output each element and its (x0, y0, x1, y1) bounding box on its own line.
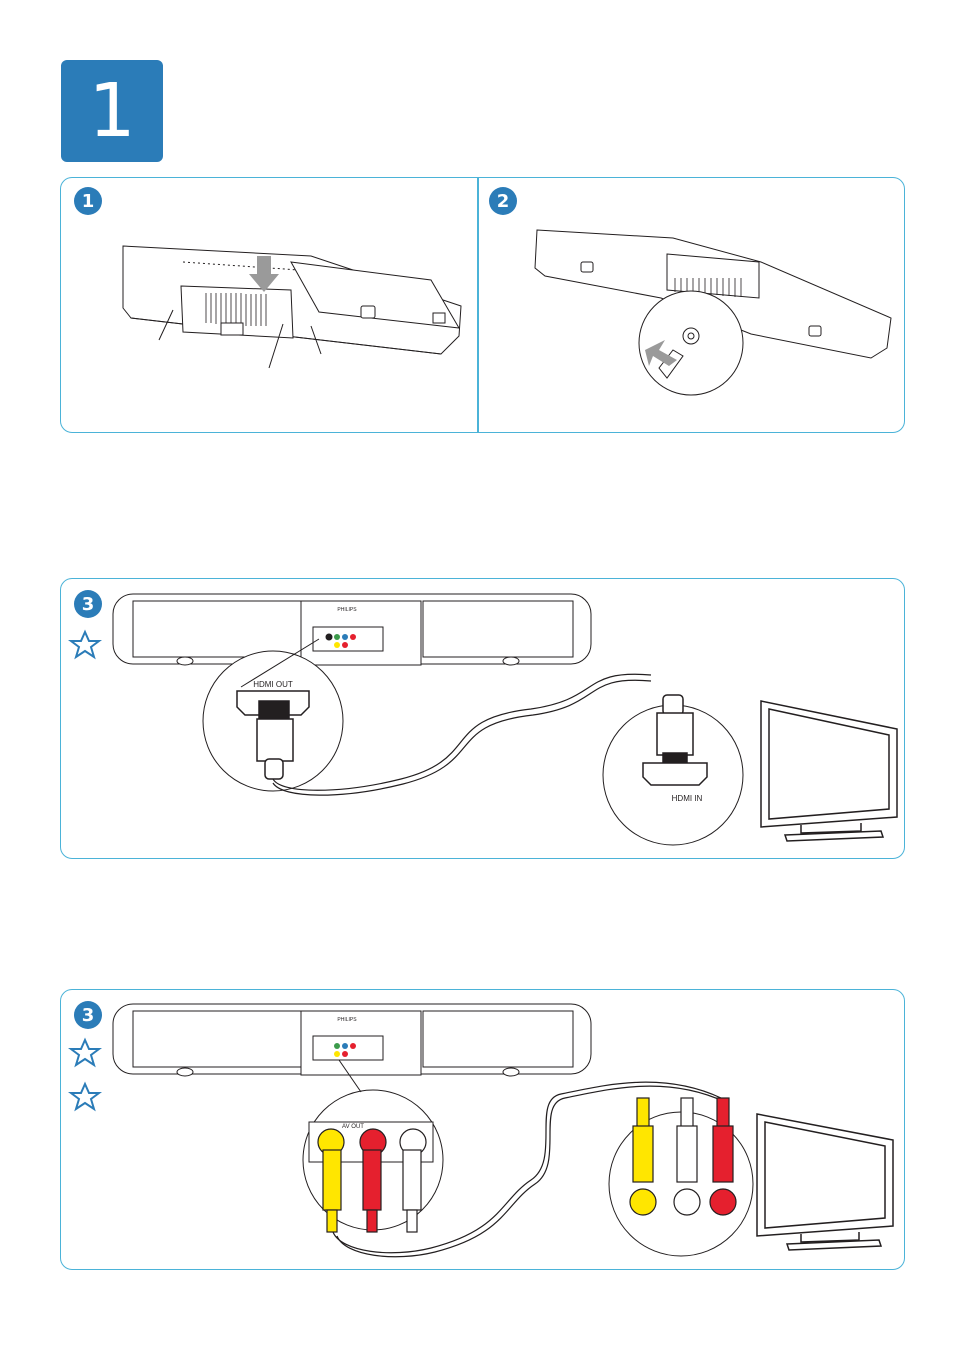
rca-plugs-left (318, 1129, 426, 1232)
tv-illustration (761, 701, 897, 841)
panel-hdmi-connection: 3 PHILIPS HDMI OUT (60, 578, 905, 859)
av-out-label: AV OUT (342, 1124, 364, 1130)
soundbar-rear (113, 1004, 591, 1076)
soundbar-with-bracket-illustration (123, 246, 461, 368)
tv-illustration (757, 1114, 893, 1250)
panel-mounting-steps: 1 2 (60, 177, 905, 433)
star-icon (71, 1040, 99, 1065)
soundbar-rear (113, 594, 591, 665)
mounting-illustration (61, 178, 906, 434)
star-icon (71, 1084, 99, 1109)
hdmi-out-label: HDMI OUT (253, 680, 293, 689)
hdmi-connection-illustration: PHILIPS HDMI OUT HDMI IN (61, 579, 906, 860)
panel-av-connection: 3 PHILIPS AV OUT (60, 989, 905, 1270)
brand-label: PHILIPS (337, 1017, 357, 1023)
step-number-badge: 1 (61, 60, 163, 162)
hdmi-in-label: HDMI IN (672, 794, 703, 803)
av-connection-illustration: PHILIPS AV OUT (61, 990, 906, 1271)
star-icon (71, 632, 99, 657)
brand-label: PHILIPS (337, 607, 357, 613)
soundbar-back-illustration (535, 230, 891, 395)
rca-plugs-right (630, 1098, 736, 1215)
